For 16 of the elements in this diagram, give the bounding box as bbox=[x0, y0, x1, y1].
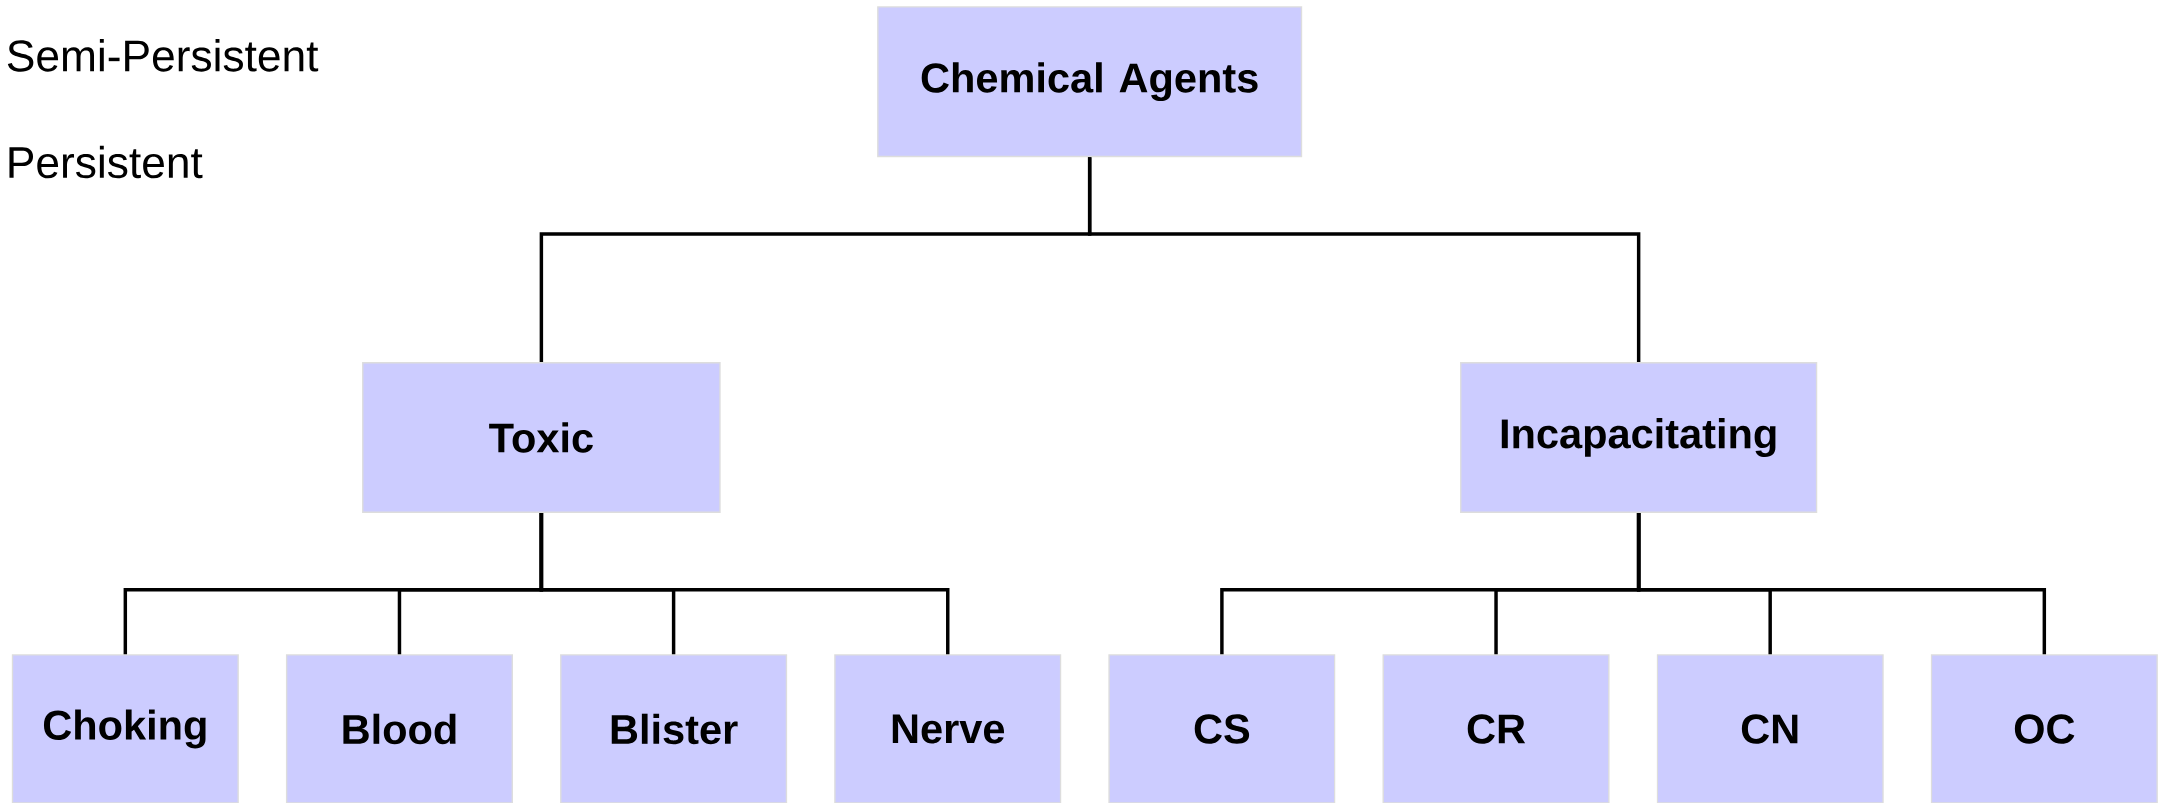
category-box: Toxic bbox=[362, 362, 721, 513]
category-box: OC bbox=[1930, 654, 2158, 803]
connector bbox=[1087, 157, 1641, 363]
category-box: Blister bbox=[560, 654, 788, 803]
legend-text: Semi-Persistent bbox=[7, 39, 319, 72]
category-box: Incapacitating bbox=[1460, 362, 1818, 513]
legend-text: Persistent bbox=[9, 145, 203, 179]
category-box: Choking bbox=[11, 654, 239, 803]
connector bbox=[539, 512, 950, 655]
category-box: Blood bbox=[285, 654, 513, 803]
category-box: Chemical Agents bbox=[877, 6, 1303, 158]
category-box: CN bbox=[1656, 654, 1884, 803]
category-box: Nerve bbox=[834, 654, 1062, 803]
category-box: CS bbox=[1108, 654, 1336, 803]
category-box: CR bbox=[1382, 654, 1610, 803]
connector bbox=[1636, 512, 2047, 655]
